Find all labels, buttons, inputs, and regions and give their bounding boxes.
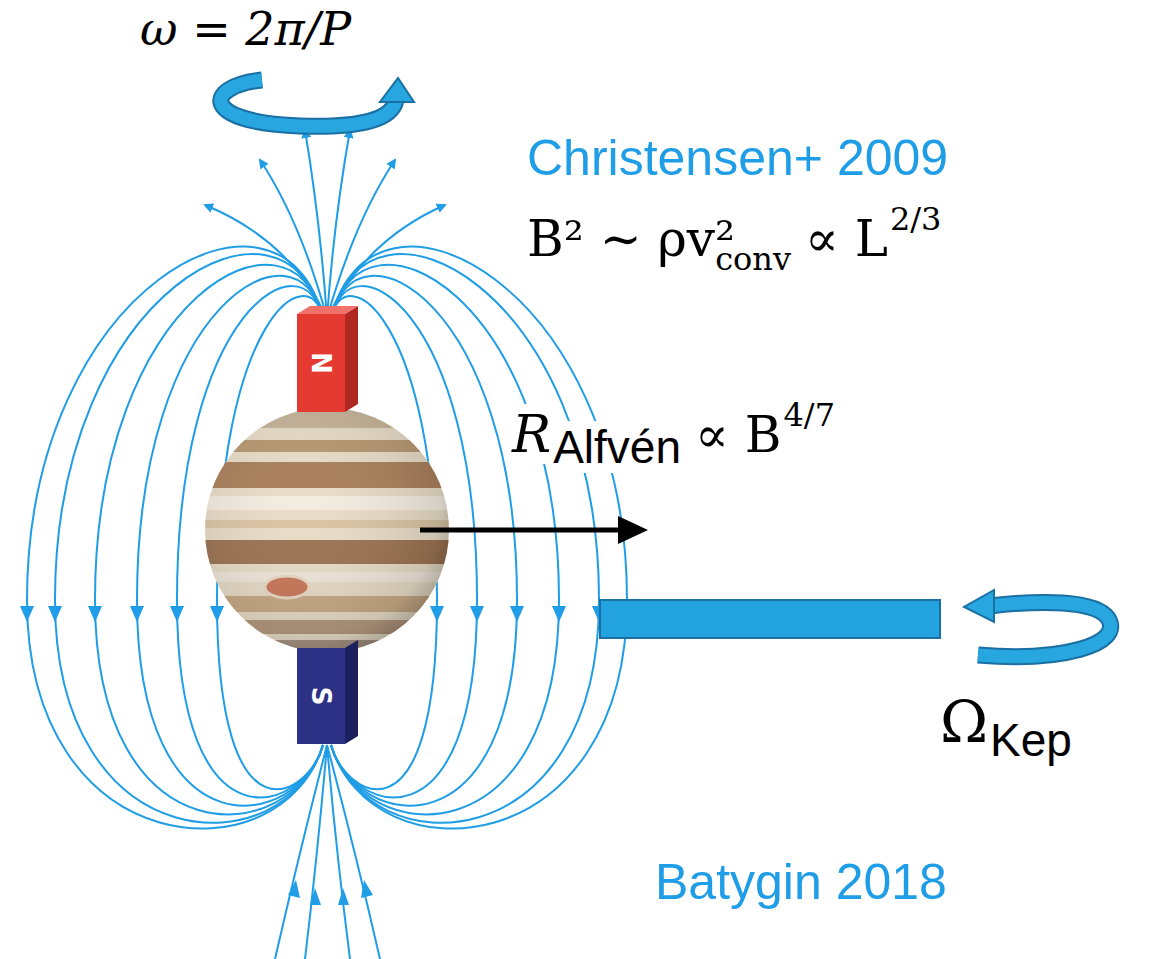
subscript: Kep: [990, 714, 1072, 766]
pole-letter: N: [308, 352, 334, 374]
formula-text: ∝ B: [695, 406, 781, 464]
field-arrowhead: [88, 606, 102, 622]
reference-label: Christensen+ 2009: [527, 130, 948, 186]
field-arrowhead: [470, 606, 484, 622]
open-field-lines-bottom: [275, 745, 380, 959]
rotation-arrow-disk: [964, 590, 1111, 657]
field-arrowhead: [552, 606, 566, 622]
pole-letter: S: [308, 687, 334, 706]
magnet-side: [345, 306, 358, 412]
formula-text: ω = 2π/P: [140, 2, 351, 56]
field-arrowhead: [130, 606, 144, 622]
superscript: 2/3: [890, 200, 942, 238]
reference-label: Batygin 2018: [655, 854, 947, 910]
field-scaling-formula: B² ∼ ρv²conv ∝ L2/3: [527, 200, 941, 278]
kepler-frequency: ΩKep: [940, 688, 1072, 768]
formula-text: Ω: [940, 688, 988, 756]
reference-top: Christensen+ 2009: [527, 128, 948, 188]
field-lines: [27, 247, 627, 829]
north-pole-block: N: [297, 314, 345, 412]
field-arrowhead: [48, 606, 62, 622]
field-arrowhead: [170, 606, 184, 622]
superscript: 4/7: [784, 396, 836, 434]
rotation-arrow-top: [221, 78, 414, 126]
formula-text: ∝ L: [805, 210, 888, 268]
rotation-formula: ω = 2π/P: [140, 2, 351, 57]
field-arrowhead: [510, 606, 524, 622]
field-arrowhead: [20, 606, 34, 622]
field-arrowhead: [430, 606, 444, 622]
alfven-radius-formula: RAlfvén ∝ B4/7: [512, 396, 835, 475]
subscript: conv: [715, 240, 791, 278]
subscript: Alfvén: [553, 421, 681, 473]
alfven-radius-arrow: [420, 516, 648, 544]
reference-bottom: Batygin 2018: [655, 852, 947, 912]
formula-text: R: [512, 404, 551, 464]
magnet-side: [345, 640, 358, 744]
magnet-top: [297, 306, 358, 314]
formula-text: B² ∼ ρv²: [527, 210, 735, 268]
open-field-lines: [205, 130, 445, 318]
south-pole-block: S: [297, 648, 345, 744]
bottom-arrowheads: [288, 880, 373, 905]
circumplanetary-disk: [600, 600, 940, 638]
field-arrowhead: [210, 606, 224, 622]
